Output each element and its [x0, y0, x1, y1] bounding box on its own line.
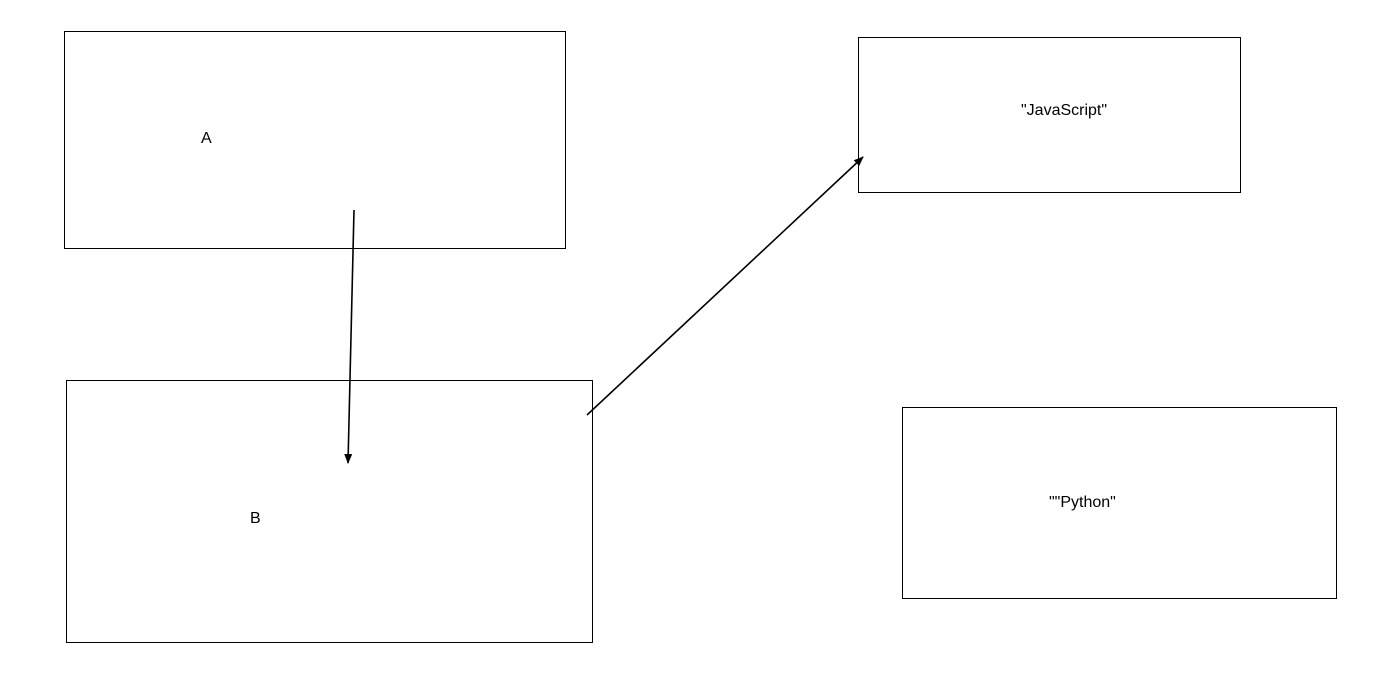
node-a-label: A — [201, 130, 212, 147]
node-b-box — [66, 380, 593, 643]
node-python-box — [902, 407, 1337, 599]
node-a[interactable]: A — [64, 31, 566, 249]
node-python[interactable]: ""Python" — [902, 407, 1337, 599]
node-javascript-box — [858, 37, 1241, 193]
node-b-label: B — [250, 510, 261, 527]
edge-b-to-javascript-arrow[interactable] — [586, 156, 864, 416]
node-a-box — [64, 31, 566, 249]
edge-a-to-b-arrow[interactable] — [344, 209, 355, 464]
node-python-label: ""Python" — [1049, 494, 1116, 511]
node-javascript-label: "JavaScript" — [1021, 102, 1107, 119]
node-javascript[interactable]: "JavaScript" — [858, 37, 1241, 193]
node-b[interactable]: B — [66, 380, 593, 643]
